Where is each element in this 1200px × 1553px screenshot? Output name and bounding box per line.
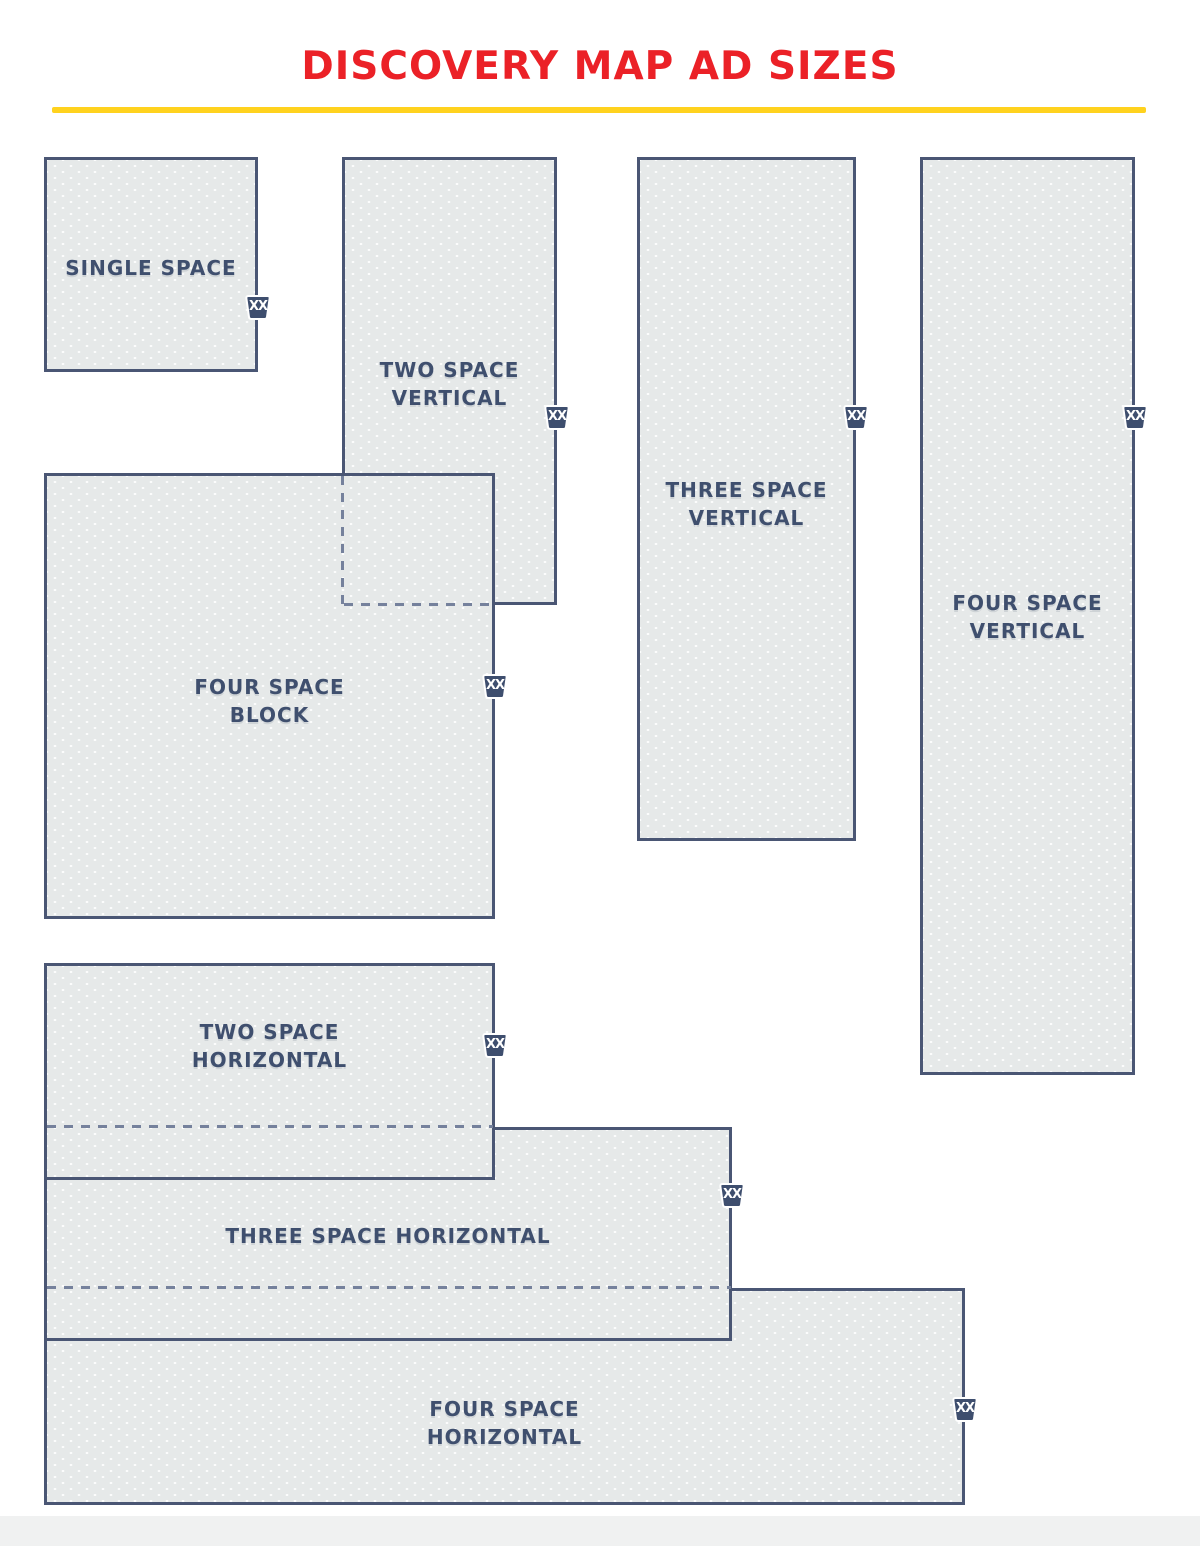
xx-size-badge-icon: XX <box>542 403 572 433</box>
ad-box-label: THREE SPACE HORIZONTAL <box>225 1224 551 1248</box>
bottom-strip <box>0 1516 1200 1546</box>
hidden-edge-dash-two-space-vertical-left <box>341 476 344 606</box>
xx-size-badge-icon: XX <box>243 293 273 323</box>
xx-size-badge-icon: XX <box>950 1395 980 1425</box>
xx-size-badge-icon: XX <box>480 1031 510 1061</box>
ad-box-single-space: SINGLE SPACE XX <box>44 157 271 372</box>
hidden-edge-dash-two-space-vertical-bottom <box>344 603 495 606</box>
xx-size-badge-icon: XX <box>841 403 871 433</box>
hidden-edge-dash-four-space-horizontal-top <box>47 1286 731 1289</box>
xx-size-badge-icon: XX <box>717 1181 747 1211</box>
ad-box-label: SINGLE SPACE <box>65 256 237 280</box>
title-underline-rule <box>52 107 1146 113</box>
page-title: DISCOVERY MAP AD SIZES <box>301 44 899 89</box>
hidden-edge-dash-three-space-horizontal-top <box>47 1125 493 1128</box>
xx-size-badge-icon: XX <box>480 672 510 702</box>
xx-size-badge-icon: XX <box>1120 403 1150 433</box>
